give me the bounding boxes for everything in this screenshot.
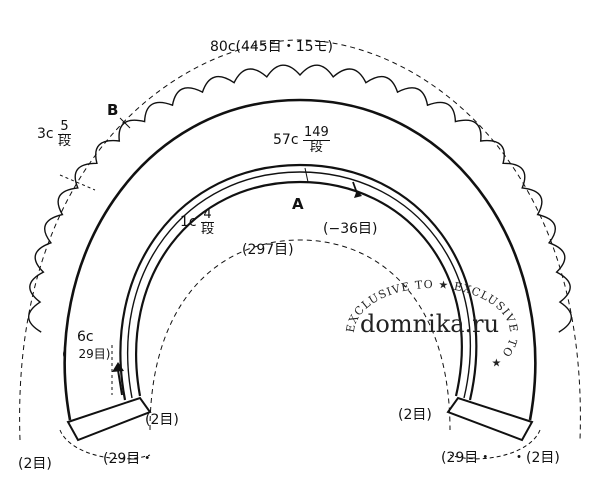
label-total-width: 80c(445目・15モ) xyxy=(210,39,333,55)
label-inner-stitches: (297目) xyxy=(242,242,294,258)
b-height-cm: 3c xyxy=(37,126,54,143)
label-right-29: (29目・ xyxy=(441,450,493,466)
leader-a-length xyxy=(304,167,309,183)
arrow-up-icon xyxy=(112,362,124,396)
right-end-cap xyxy=(446,396,534,442)
band-a-outer xyxy=(119,163,478,401)
inner-rows-bottom: 段 xyxy=(201,221,215,237)
arrow-icon xyxy=(352,181,362,198)
inner-rows-cm: 1c xyxy=(180,214,197,231)
a-rows-bottom: 段 xyxy=(309,139,323,155)
label-left-2-lower: (2目) xyxy=(18,456,52,472)
b-rows-top: 5 xyxy=(58,120,72,135)
scalloped-edge xyxy=(27,64,573,333)
a-rows-top: 149 xyxy=(302,125,330,141)
band-stitches: 29目) xyxy=(78,347,111,361)
label-band-stitches: ( 29目) xyxy=(62,348,110,360)
label-inner-rows: 1c 4 段 xyxy=(180,208,215,237)
label-b-height: 3c 5 段 xyxy=(37,120,72,149)
outer-border-b xyxy=(63,98,537,421)
watermark-site: domnika.ru xyxy=(360,310,500,338)
band-a-innermost xyxy=(135,180,463,397)
left-end-cap xyxy=(66,396,152,442)
label-part-b: B xyxy=(107,101,119,119)
a-length-cm: 57c xyxy=(273,132,299,149)
label-left-2-upper: (2目) xyxy=(145,412,179,428)
band-open-paren: ( xyxy=(62,347,67,361)
leader-b-height xyxy=(59,174,96,191)
leader-right-lower xyxy=(449,429,541,460)
arrow-b-pointer-icon xyxy=(119,117,131,129)
label-right-2-upper: (2目) xyxy=(398,407,432,423)
label-right-2-lower: ・(2目) xyxy=(512,450,560,466)
dimension-arc-inner xyxy=(149,239,451,431)
inner-rows-top: 4 xyxy=(201,208,215,223)
b-rows-fraction: 5 段 xyxy=(58,120,72,149)
b-rows-bottom: 段 xyxy=(58,133,72,149)
band-a-inner xyxy=(127,171,472,399)
label-a-length: 57c 149 段 xyxy=(273,126,330,154)
label-part-a: A xyxy=(292,195,304,213)
inner-rows-fraction: 4 段 xyxy=(201,208,215,237)
label-a-decrease: (−36目) xyxy=(323,221,378,237)
a-rows-fraction: 149 段 xyxy=(302,125,330,155)
label-band-cm: 6c xyxy=(77,329,94,345)
leader-left-lower xyxy=(59,429,151,460)
label-left-29: (29目・ xyxy=(103,451,155,467)
